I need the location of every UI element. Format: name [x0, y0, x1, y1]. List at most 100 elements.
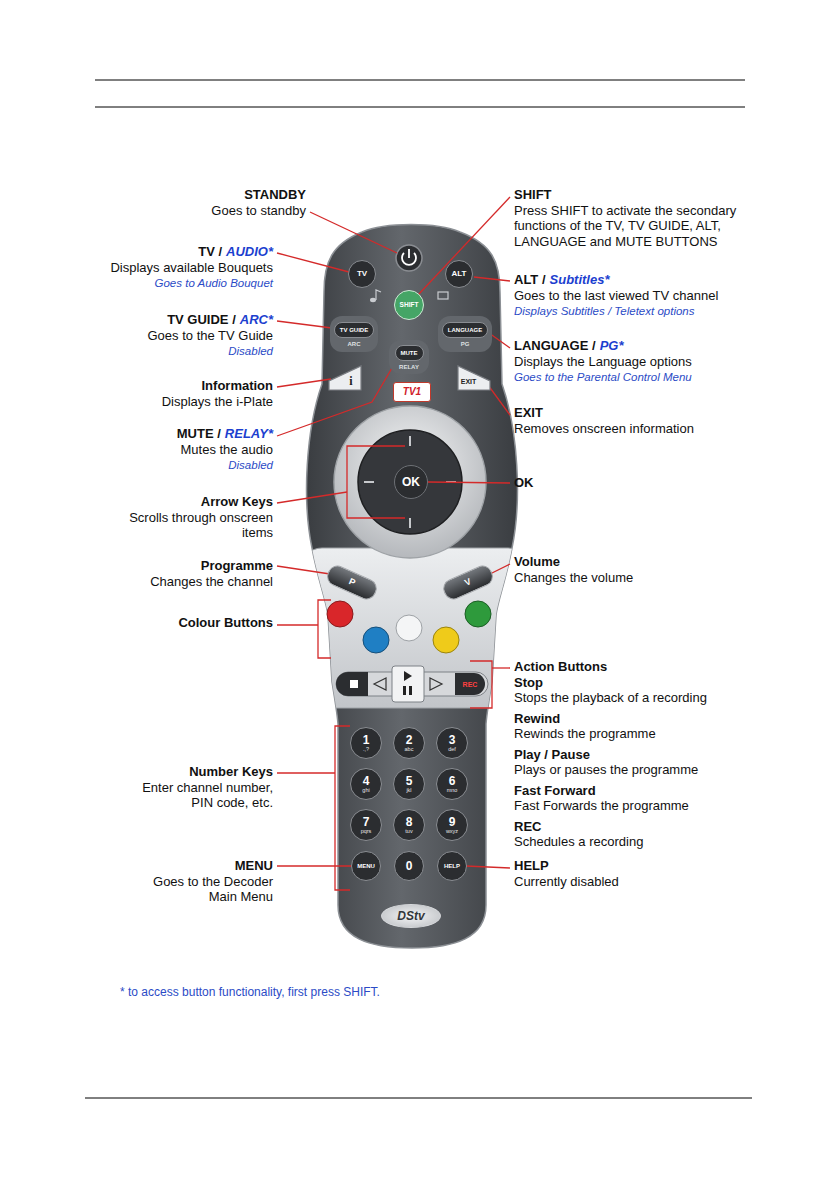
callout-line: Goes to standby: [106, 203, 306, 219]
wedge-outline: [329, 366, 361, 390]
button-label: MUTE: [395, 345, 424, 361]
exit-button: EXIT: [457, 365, 491, 391]
stop-symbol: [350, 680, 358, 688]
callout: HELPCurrently disabled: [514, 858, 746, 889]
callout-line: Stop: [514, 675, 746, 691]
callout-line: Colour Buttons: [73, 615, 273, 631]
button-label: 8: [406, 816, 413, 828]
callout-line: LANGUAGE / PG*: [514, 338, 746, 354]
callout-text: Goes to the TV Guide: [148, 328, 274, 343]
callout-line: TV GUIDE /ARC*: [73, 312, 273, 328]
footnote: * to access button functionality, first …: [120, 985, 380, 999]
bracket-line: [335, 726, 350, 890]
callout-line: Goes to the Parental Control Menu: [514, 369, 746, 386]
callout-line: HELP: [514, 858, 746, 874]
callout-line: Number Keys: [133, 764, 273, 780]
button-label: 6: [449, 775, 456, 787]
number-key: 5jkl: [393, 768, 425, 800]
callout-heading: Rewind: [514, 711, 560, 726]
button-label: REC: [463, 681, 478, 688]
callout-line: Changes the volume: [514, 570, 746, 586]
volume-rocker: V: [440, 562, 496, 602]
button-label: .,?: [363, 747, 369, 753]
button-label: mno: [447, 788, 458, 794]
button-label: ghi: [362, 788, 369, 794]
callout-line: MENU: [133, 858, 273, 874]
button-label: 3: [449, 734, 456, 746]
button-label: DStv: [397, 910, 424, 922]
callout-line: TV /AUDIO*: [73, 244, 273, 260]
callout-heading: EXIT: [514, 405, 543, 420]
shift-description: Disabled: [228, 459, 273, 471]
callout: Number KeysEnter channel number, PIN cod…: [133, 764, 273, 811]
button-label: abc: [405, 747, 414, 753]
number-key: 1.,?: [350, 727, 382, 759]
number-key: 9wxyz: [436, 809, 468, 841]
number-key: 2abc: [393, 727, 425, 759]
callout-line: * to access button functionality, first …: [120, 984, 720, 1001]
callout: Colour Buttons: [73, 615, 273, 631]
button-label: 0: [406, 860, 413, 872]
stop-button: [336, 672, 368, 696]
callout-text: Changes the volume: [514, 570, 633, 585]
leader-line: [466, 866, 510, 868]
callout-heading: Action Buttons: [514, 659, 607, 674]
number-key: 8tuv: [393, 809, 425, 841]
leader-line: [277, 253, 349, 272]
callout-heading: Number Keys: [189, 764, 273, 779]
green-button: [465, 601, 491, 627]
callout-line: Goes to the TV Guide: [73, 328, 273, 344]
callout-line: EXIT: [514, 405, 746, 421]
leader-lines: [277, 197, 510, 890]
callout: MENUGoes to the Decoder Main Menu: [133, 858, 273, 905]
button-label: 2: [406, 734, 413, 746]
header-rule: [95, 107, 745, 108]
menu-button: MENU: [351, 851, 381, 881]
leader-line: [277, 865, 352, 866]
power-symbol: [408, 249, 410, 258]
callout: EXITRemoves onscreen information: [514, 405, 746, 436]
button-label: EXIT: [461, 378, 477, 385]
callout-line: Changes the channel: [73, 574, 273, 590]
callout-text: Scrolls through onscreen items: [129, 510, 273, 541]
callout-text: Changes the channel: [150, 574, 273, 589]
callout: InformationDisplays the i-Plate: [73, 378, 273, 409]
number-key: 0: [394, 851, 424, 881]
callout-line: MUTE /RELAY*: [73, 426, 273, 442]
button-label: MENU: [357, 863, 375, 869]
callout: MUTE /RELAY*Mutes the audioDisabled: [73, 426, 273, 474]
dstv-logo: DStv: [381, 904, 441, 928]
callout-text: Currently disabled: [514, 874, 619, 889]
button-label: ALT: [452, 270, 467, 278]
shift-function: PG*: [600, 338, 624, 353]
callout-line: Removes onscreen information: [514, 421, 746, 437]
callout: VolumeChanges the volume: [514, 554, 746, 585]
callout-line: Displays the Language options: [514, 354, 746, 370]
callout: TV /AUDIO*Displays available BouquetsGoe…: [73, 244, 273, 292]
button-label: i: [349, 375, 352, 387]
play-symbol: [404, 671, 412, 681]
number-key: 7pqrs: [350, 809, 382, 841]
leader-line: [492, 667, 510, 668]
callout-line: Arrow Keys: [118, 494, 273, 510]
leader-line: [277, 379, 331, 387]
fast-forward-symbol: [430, 678, 442, 690]
callout-heading: LANGUAGE /: [514, 338, 596, 353]
callout-text: Enter channel number, PIN code, etc.: [142, 780, 273, 811]
callout-line: Play / Pause: [514, 747, 746, 763]
button-label: 9: [449, 816, 456, 828]
button-label: TV: [357, 270, 367, 278]
callout: SHIFTPress SHIFT to activate the seconda…: [514, 187, 746, 249]
blue-button: [363, 627, 389, 653]
number-key: 4ghi: [350, 768, 382, 800]
callout: STANDBYGoes to standby: [106, 187, 306, 218]
record-button: REC: [455, 673, 485, 695]
shift-function: RELAY*: [225, 426, 273, 441]
help-button: HELP: [437, 851, 467, 881]
callout-heading: TV /: [198, 244, 222, 259]
number-key: 6mno: [436, 768, 468, 800]
tv1-badge: TV1: [393, 382, 431, 402]
callout-heading: Arrow Keys: [201, 494, 273, 509]
